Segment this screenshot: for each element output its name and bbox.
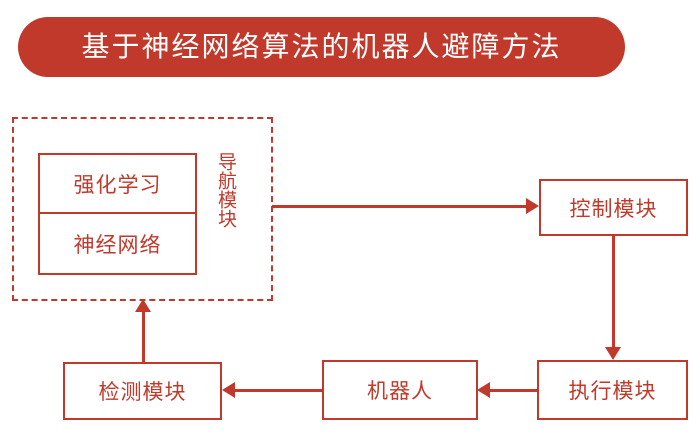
node-execute-module[interactable]: 执行模块 <box>537 360 688 420</box>
node-control-module[interactable]: 控制模块 <box>539 179 688 236</box>
node-robot[interactable]: 机器人 <box>322 360 478 420</box>
edge-navigation-to-control <box>272 205 528 208</box>
page-title: 基于神经网络算法的机器人避障方法 <box>81 31 562 62</box>
navigation-module-stack: 强化学习 神经网络 <box>38 153 197 275</box>
edge-control-to-execute <box>612 236 615 349</box>
edge-robot-to-detect <box>235 389 322 392</box>
navigation-module-label: 导航模块 <box>215 152 236 228</box>
node-detect-module[interactable]: 检测模块 <box>63 362 222 420</box>
node-neural-network[interactable]: 神经网络 <box>73 233 162 257</box>
arrow-right-icon <box>526 198 539 214</box>
title-banner: 基于神经网络算法的机器人避障方法 <box>18 17 625 77</box>
edge-execute-to-robot <box>490 389 537 392</box>
arrow-down-icon <box>605 347 621 360</box>
arrow-left-icon <box>222 382 235 398</box>
arrow-left-icon <box>477 382 490 398</box>
edge-detect-to-navigation <box>142 312 145 362</box>
node-reinforcement-learning[interactable]: 强化学习 <box>40 155 195 214</box>
arrow-up-icon <box>135 299 151 312</box>
